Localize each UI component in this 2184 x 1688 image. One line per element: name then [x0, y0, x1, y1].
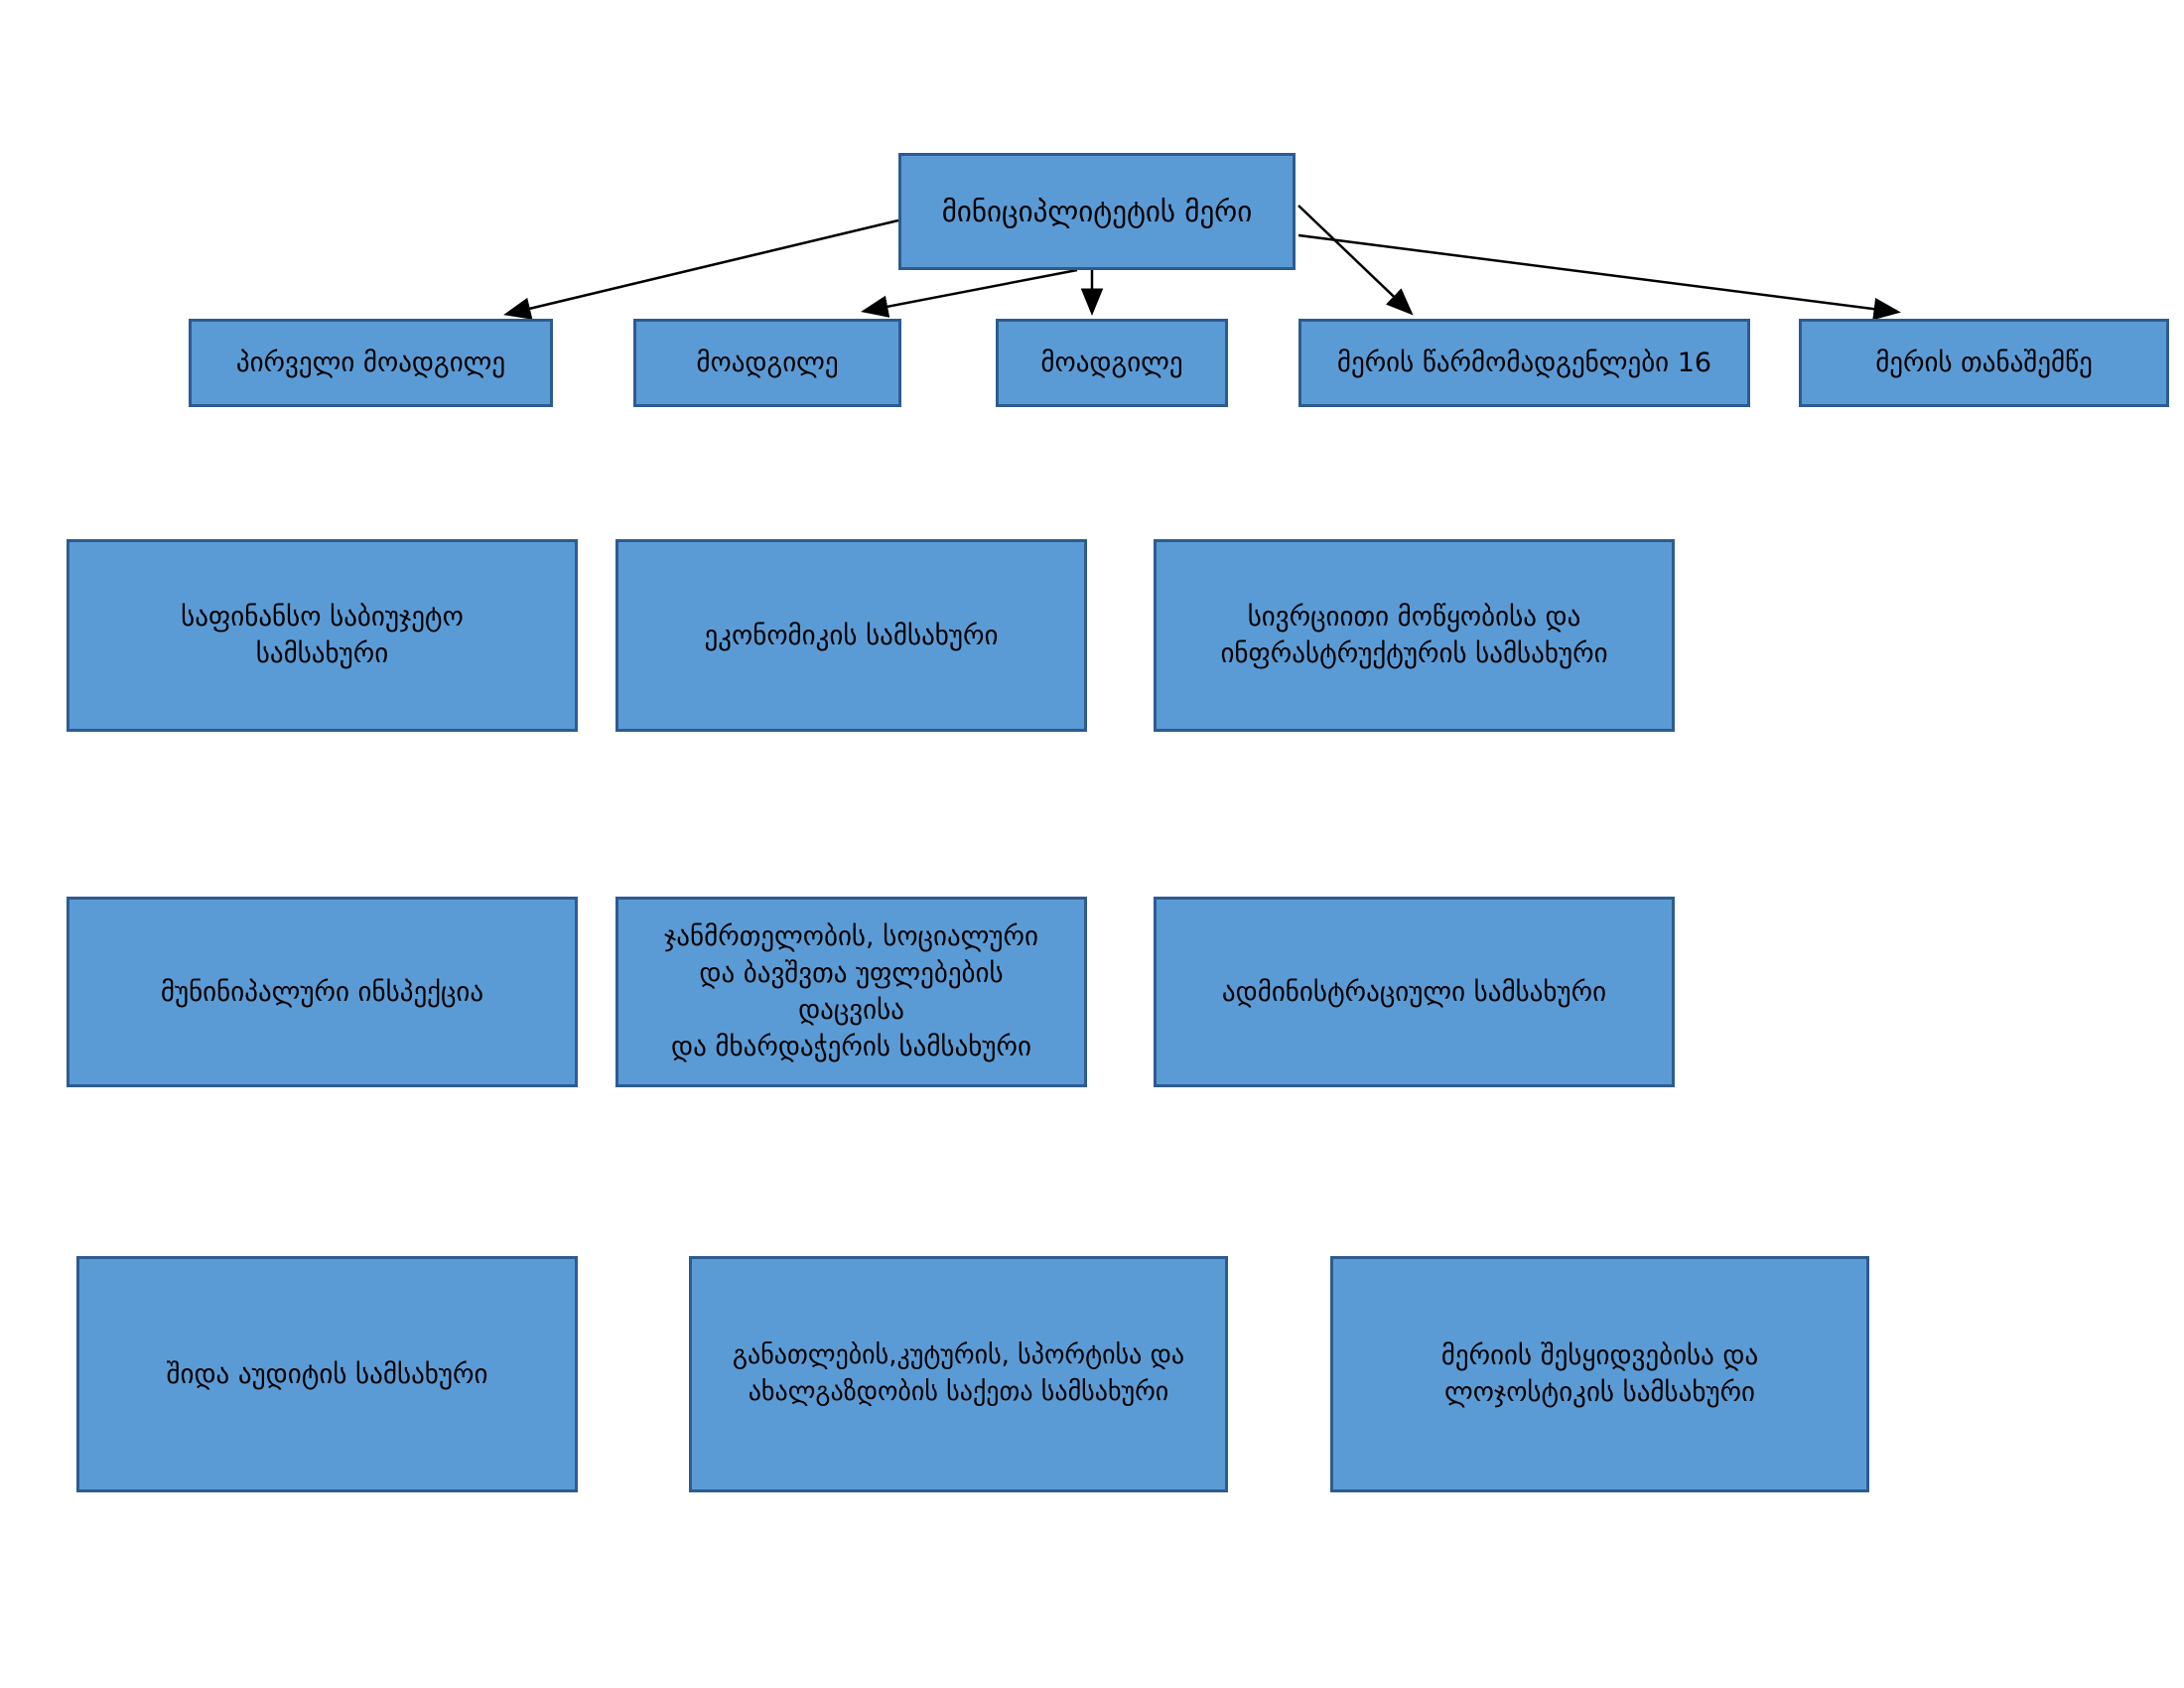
- health-line-3: დაცვისა: [798, 995, 904, 1026]
- representatives-label: მერის წარმომადგენლები 16: [1336, 348, 1712, 378]
- procurement-line-2: ლოჯოსტიკის სამსახური: [1443, 1377, 1756, 1408]
- arrow-root-to-first-deputy: [503, 218, 899, 320]
- education-line-2: ახალგაზდობის საქეთა სამსახური: [748, 1377, 1169, 1407]
- arrow-root-to-deputy-1: [861, 268, 1078, 318]
- mayor-label: მინიციპლიტეტის მერი: [941, 194, 1253, 228]
- finance-budget-line-1: საფინანსო საბიუჯეტო: [181, 602, 464, 633]
- arrow-root-to-assistant: [1297, 233, 1901, 321]
- municipal-inspection-box: მუნინიპალური ინსპექცია: [67, 897, 578, 1087]
- assistant-label: მერის თანაშემწე: [1875, 348, 2093, 378]
- arrow-root-to-representatives: [1297, 205, 1414, 316]
- assistant-box: მერის თანაშემწე: [1799, 319, 2169, 407]
- deputy-1-label: მოადგილე: [696, 348, 839, 378]
- first-deputy-label: პირველი მოადგილე: [235, 348, 506, 378]
- economy-line-1: ეკონომიკის სამსახური: [704, 620, 999, 651]
- health-line-1: ჯანმრთელობის, სოციალური: [664, 921, 1038, 952]
- administrative-service-box: ადმინისტრაციული სამსახური: [1154, 897, 1675, 1087]
- deputy-box-2: მოადგილე: [996, 319, 1228, 407]
- education-line-1: განათლების,კუტურის, სპორტისა და: [732, 1340, 1185, 1370]
- administrative-line-1: ადმინისტრაციული სამსახური: [1221, 976, 1607, 1008]
- mayor-box: მინიციპლიტეტის მერი: [898, 153, 1296, 270]
- deputy-2-label: მოადგილე: [1040, 348, 1183, 378]
- spatial-infrastructure-service-box: სივრციითი მოწყობისა და ინფრასტრუქტურის ს…: [1154, 539, 1675, 732]
- spatial-line-1: სივრციითი მოწყობისა და: [1247, 602, 1581, 633]
- internal-audit-service-box: შიდა აუდიტის სამსახური: [76, 1256, 578, 1492]
- finance-budget-service-box: საფინანსო საბიუჯეტო სამსახური: [67, 539, 578, 732]
- economy-service-box: ეკონომიკის სამსახური: [615, 539, 1087, 732]
- health-social-service-box: ჯანმრთელობის, სოციალური და ბავშვთა უფლებ…: [615, 897, 1087, 1087]
- education-culture-sport-service-box: განათლების,კუტურის, სპორტისა და ახალგაზდ…: [689, 1256, 1228, 1492]
- inspection-line-1: მუნინიპალური ინსპექცია: [160, 976, 484, 1008]
- deputy-box-1: მოადგილე: [633, 319, 901, 407]
- finance-budget-line-2: სამსახური: [255, 638, 389, 669]
- audit-line-1: შიდა აუდიტის სამსახური: [166, 1358, 488, 1390]
- procurement-line-1: მერიის შესყიდვებისა და: [1440, 1340, 1759, 1371]
- procurement-logistics-service-box: მერიის შესყიდვებისა და ლოჯოსტიკის სამსახ…: [1330, 1256, 1869, 1492]
- representatives-box: მერის წარმომადგენლები 16: [1298, 319, 1750, 407]
- health-line-2: და ბავშვთა უფლებების: [699, 958, 1004, 989]
- health-line-4: და მხარდაჭერის სამსახური: [671, 1032, 1031, 1062]
- spatial-line-2: ინფრასტრუქტურის სამსახური: [1220, 638, 1608, 669]
- first-deputy-box: პირველი მოადგილე: [189, 319, 553, 407]
